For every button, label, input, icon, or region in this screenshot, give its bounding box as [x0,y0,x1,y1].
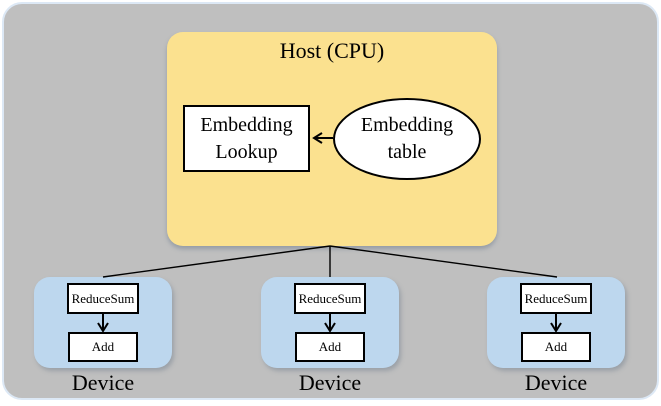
reducesum-label-3: ReduceSum [524,290,588,306]
embedding-lookup-label-line1: Embedding [200,113,293,136]
device-group-1: ReduceSum Add Device [34,277,172,399]
device-label-1: Device [71,370,135,395]
reducesum-node-2: ReduceSum [294,283,366,314]
device-group-2: ReduceSum Add Device [261,277,399,399]
device-label-3: Device [524,370,588,395]
add-label-1: Add [91,339,115,354]
reducesum-label-1: ReduceSum [71,290,135,306]
device-group-3: ReduceSum Add Device [487,277,625,399]
embedding-lookup-node: Embedding Lookup [183,105,310,172]
add-label-2: Add [318,339,342,354]
reducesum-node-3: ReduceSum [520,283,592,314]
add-label-3: Add [544,339,568,354]
reducesum-node-1: ReduceSum [67,283,139,314]
embedding-table-label-line1: Embedding [360,114,454,136]
host-title: Host (CPU) [279,38,385,63]
device-label-2: Device [298,370,362,395]
embedding-table-label-line2: table [387,141,427,163]
reducesum-label-2: ReduceSum [298,290,362,306]
embedding-lookup-label-line2: Lookup [215,140,278,163]
add-node-1: Add [68,332,138,362]
embedding-table-node: Embedding table [333,98,481,180]
add-node-3: Add [521,332,591,362]
add-node-2: Add [295,332,365,362]
